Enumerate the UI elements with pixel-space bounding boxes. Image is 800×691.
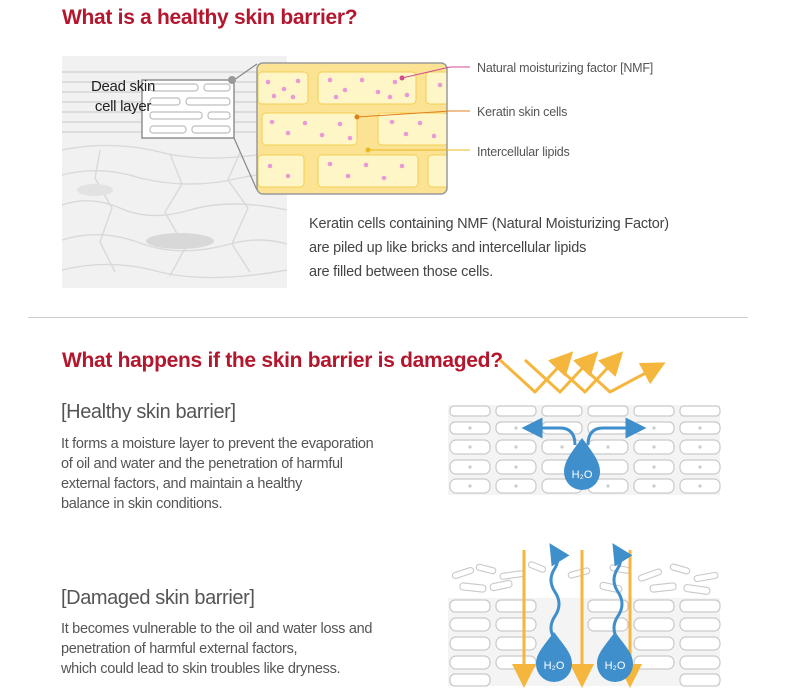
reflected-external-factors [498, 351, 666, 394]
barrier-description: Keratin cells containing NMF (Natural Mo… [309, 212, 669, 284]
paragraph-line: external factors, and maintain a healthy [61, 476, 303, 492]
description-line: are filled between those cells. [309, 264, 494, 280]
section2-title: What happens if the skin barrier is dama… [62, 349, 503, 372]
paragraph-line: It becomes vulnerable to the oil and wat… [61, 621, 373, 637]
section1-title: What is a healthy skin barrier? [62, 6, 358, 29]
paragraph-line: which could lead to skin troubles like d… [61, 661, 341, 677]
damaged-barrier-text: It becomes vulnerable to the oil and wat… [61, 619, 372, 679]
callout-nmf: Natural moisturizing factor [NMF] [477, 61, 654, 75]
description-line: are piled up like bricks and intercellul… [309, 240, 587, 256]
healthy-barrier-illustration: H₂O [448, 351, 721, 495]
callout-keratin-cells: Keratin skin cells [477, 105, 568, 119]
paragraph-line: of oil and water and the penetration of … [61, 456, 343, 472]
dead-skin-cell-layer-label: Dead skin cell layer [68, 77, 178, 117]
paragraph-line: balance in skin conditions. [61, 496, 223, 512]
dead-skin-label-line2: cell layer [94, 98, 152, 115]
damaged-barrier-illustration: H₂O H₂O [448, 543, 721, 688]
callout-lines [354, 66, 470, 153]
broken-flakes [451, 561, 719, 595]
water-drop-icon: H₂O [536, 632, 572, 682]
healthy-barrier-heading: [Healthy skin barrier] [61, 401, 236, 423]
moisture-retention-arrows [521, 417, 647, 446]
skin-barrier-diagram [61, 56, 470, 288]
paragraph-line: It forms a moisture layer to prevent the… [61, 436, 374, 452]
water-drop-label: H₂O [544, 660, 565, 672]
water-loss-arrows [549, 543, 633, 641]
water-drop-label: H₂O [605, 660, 626, 672]
water-drop-icon: H₂O [597, 632, 633, 682]
damaged-cell-grid [448, 598, 721, 687]
section-divider [28, 317, 748, 318]
paragraph-line: penetration of harmful external factors, [61, 641, 298, 657]
water-drop-icon: H₂O [564, 438, 600, 490]
description-line: Keratin cells containing NMF (Natural Mo… [309, 216, 669, 232]
dead-skin-label-line1: Dead skin [90, 78, 155, 95]
callout-intercellular-lipids: Intercellular lipids [477, 145, 570, 159]
healthy-barrier-text: It forms a moisture layer to prevent the… [61, 434, 374, 514]
damaged-barrier-heading: [Damaged skin barrier] [61, 587, 255, 609]
dead-cell-layer-marker [141, 63, 258, 191]
zoomed-brick-wall [256, 62, 448, 195]
water-drop-label: H₂O [572, 469, 593, 481]
